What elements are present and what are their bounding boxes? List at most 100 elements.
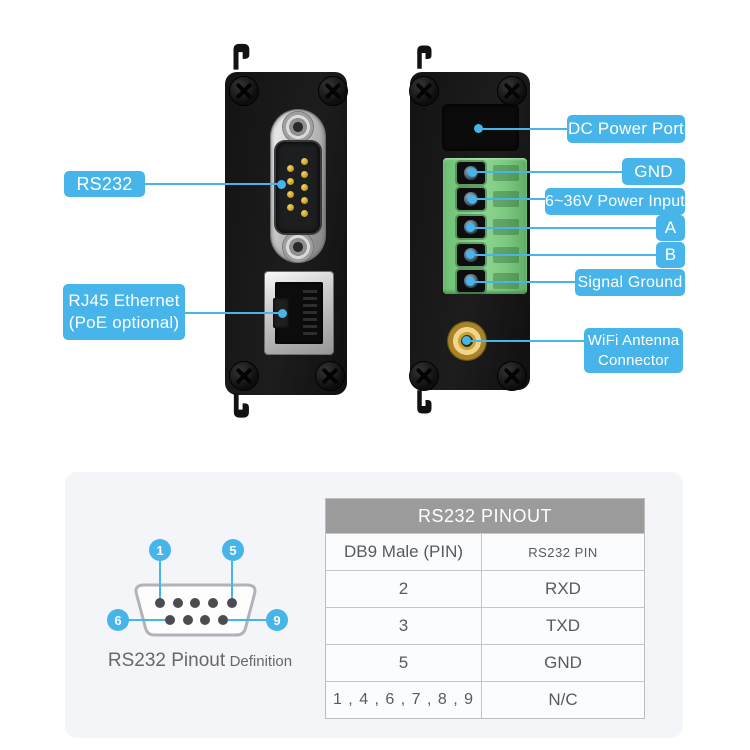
diagram-pin xyxy=(218,615,228,625)
leader-dot xyxy=(277,180,286,189)
db9-pin xyxy=(287,178,294,185)
caption-main: RS232 Pinout xyxy=(107,650,226,671)
db9-pin xyxy=(287,191,294,198)
db9-outline xyxy=(134,583,257,637)
screw-icon xyxy=(316,362,344,390)
diagram-pin xyxy=(165,615,175,625)
screw-icon xyxy=(498,77,526,105)
table-row: 1 , 4 , 6 , 7 , 8 , 9 N/C xyxy=(326,681,644,718)
db9-pin xyxy=(301,197,308,204)
leader-dot xyxy=(466,277,475,286)
callout-label: Signal Ground xyxy=(577,273,683,291)
callout-label: B xyxy=(664,245,677,264)
table-row: 5 GND xyxy=(326,644,644,681)
callout-label-line1: RJ45 Ethernet xyxy=(68,290,180,310)
callout-dc-power-port: DC Power Port xyxy=(567,115,685,143)
diagram-pin xyxy=(208,598,218,608)
callout-label: A xyxy=(664,218,677,237)
db9-outline-diagram xyxy=(125,577,270,646)
screw-icon xyxy=(230,77,258,105)
cell-rs232-pin: RXD xyxy=(481,571,644,607)
leader-line xyxy=(145,183,281,185)
callout-label-line2: (PoE optional) xyxy=(68,313,180,332)
callout-rs232: RS232 xyxy=(64,171,145,197)
callout-wifi-antenna: WiFi Antenna Connector xyxy=(584,328,683,373)
callout-label-line1: WiFi Antenna xyxy=(587,332,680,349)
pin-badge-1: 1 xyxy=(149,539,171,561)
callout-label-line2: Connector xyxy=(597,351,669,369)
callout-rj45-ethernet: RJ45 Ethernet (PoE optional) xyxy=(63,284,185,340)
leader-dot xyxy=(462,336,471,345)
pin-badge-6: 6 xyxy=(107,609,129,631)
terminal-slot xyxy=(493,165,519,181)
hook-shape xyxy=(417,45,432,69)
leader-line xyxy=(478,128,567,130)
callout-label: DC Power Port xyxy=(568,119,684,138)
hex-standoff-icon xyxy=(283,232,313,262)
cell-db9-pin: 5 xyxy=(326,645,481,681)
leader-line xyxy=(185,312,284,314)
callout-label: RS232 xyxy=(76,173,133,194)
callout-a: A xyxy=(656,215,685,241)
pin-number: 5 xyxy=(229,542,237,558)
diagram-pin xyxy=(155,598,165,608)
table-title: RS232 PINOUT xyxy=(326,499,644,533)
callout-label: 6~36V Power Input xyxy=(545,192,685,210)
screw-terminal-block xyxy=(443,158,527,294)
diagram-pin xyxy=(227,598,237,608)
leader-dot xyxy=(466,250,475,259)
cell-db9-pin: 3 xyxy=(326,608,481,644)
column-header-rs232: RS232 PIN xyxy=(481,534,644,570)
db9-pin xyxy=(301,184,308,191)
leader-dot xyxy=(466,223,475,232)
pin-badge-5: 5 xyxy=(222,539,244,561)
pin-callout-line xyxy=(159,561,161,601)
pin-callout-line xyxy=(228,619,267,621)
mounting-hook-icon xyxy=(415,388,435,418)
screw-icon xyxy=(410,362,438,390)
leader-dot xyxy=(468,168,477,177)
db9-pin xyxy=(301,171,308,178)
device-front-panel xyxy=(225,43,347,418)
leader-dot xyxy=(468,195,477,204)
leader-line xyxy=(472,171,622,173)
pin-number: 9 xyxy=(273,612,281,628)
hex-standoff-icon xyxy=(283,112,313,142)
hook-shape xyxy=(233,393,249,418)
hook-shape xyxy=(417,390,432,414)
diagram-pin xyxy=(190,598,200,608)
cell-db9-pin: 2 xyxy=(326,571,481,607)
hook-shape xyxy=(233,43,250,70)
cell-rs232-pin: N/C xyxy=(481,682,644,718)
screw-icon xyxy=(410,77,438,105)
caption-small: Definition xyxy=(229,653,293,670)
pin-number: 1 xyxy=(156,542,164,558)
mounting-hook-icon xyxy=(231,39,251,72)
diagram-pin xyxy=(200,615,210,625)
diagram-pin xyxy=(173,598,183,608)
callout-b: B xyxy=(656,242,685,268)
table-row: 3 TXD xyxy=(326,607,644,644)
callout-gnd: GND xyxy=(622,158,685,185)
db9-pin xyxy=(287,204,294,211)
pin-number: 6 xyxy=(114,612,122,628)
db9-pin xyxy=(301,210,308,217)
screw-icon xyxy=(230,362,258,390)
leader-line xyxy=(470,254,656,256)
screw-icon xyxy=(319,77,347,105)
db9-pin xyxy=(301,158,308,165)
pin-callout-line xyxy=(128,619,166,621)
leader-dot xyxy=(278,309,287,318)
mounting-hook-icon xyxy=(415,40,435,72)
leader-dot xyxy=(474,124,483,133)
rj45-contacts xyxy=(303,290,317,336)
leader-line xyxy=(470,281,575,283)
diagram-caption: RS232 Pinout Definition xyxy=(95,650,305,672)
pin-callout-line xyxy=(231,561,233,601)
callout-label: GND xyxy=(634,161,673,181)
cell-db9-pin: 1 , 4 , 6 , 7 , 8 , 9 xyxy=(326,682,481,718)
column-header-db9: DB9 Male (PIN) xyxy=(326,534,481,570)
table-row: 2 RXD xyxy=(326,570,644,607)
rs232-pinout-table: RS232 PINOUT DB9 Male (PIN) RS232 PIN 2 … xyxy=(325,498,645,719)
